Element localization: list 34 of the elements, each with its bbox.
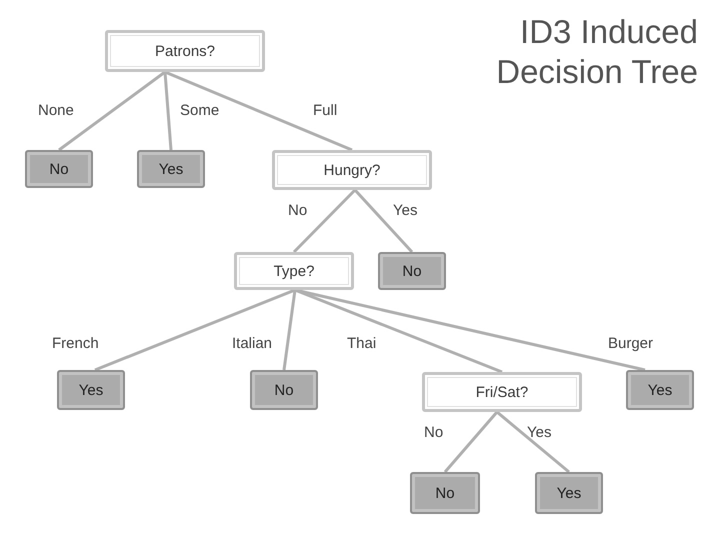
leaf-decision-box: Yes [137,150,205,188]
attribute-test-box: Patrons? [105,30,265,72]
branch-line [94,288,296,372]
slide-title: ID3 Induced Decision Tree [495,12,698,92]
edge-label: French [52,335,99,352]
edge-label: Burger [608,335,654,352]
edge-label: Yes [393,202,418,219]
edge-label: No [288,202,308,219]
branch-line [58,70,166,152]
branch-line [164,70,353,152]
leaf-decision-box: Yes [57,370,125,410]
attribute-test-box: Fri/Sat? [422,372,582,412]
leaf-decision-box: No [378,252,446,290]
leaf-decision-box: Yes [626,370,694,410]
branch-line [294,288,503,374]
leaf-decision-box: No [25,150,93,188]
branch-line [292,188,356,254]
edge-label: Italian [232,335,272,352]
edge-label: No [424,424,444,441]
leaf-decision-box: No [410,472,480,514]
leaf-decision-box: No [250,370,318,410]
branch-line [354,188,414,254]
edge-label: Thai [347,335,376,352]
branch-line [496,410,570,474]
branch-line [282,290,296,370]
branch-line [444,411,498,473]
edge-label: Yes [527,424,552,441]
attribute-test-box: Hungry? [272,150,432,190]
attribute-test-box: Type? [234,252,354,290]
leaf-decision-box: Yes [535,472,603,514]
edge-label: Some [180,102,220,119]
edge-label: Full [313,102,338,119]
edge-label: None [38,102,74,119]
branch-line [164,72,172,150]
